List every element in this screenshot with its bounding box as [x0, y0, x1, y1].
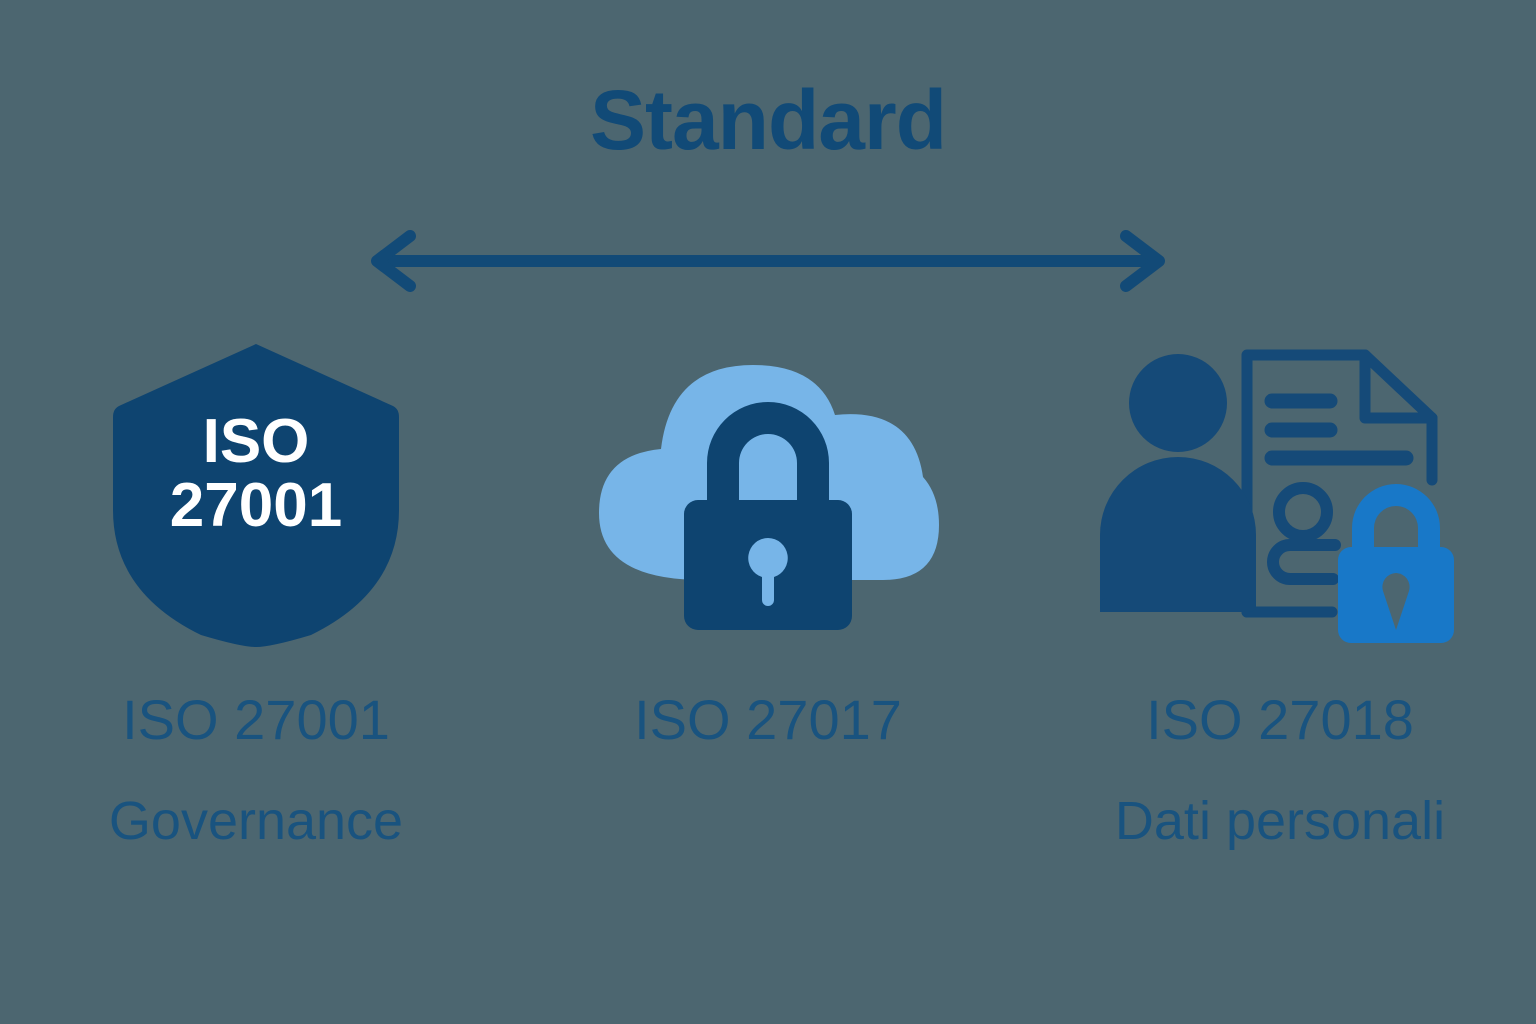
person-document-lock-icon [1100, 349, 1454, 643]
standards-columns: ISO 27001 ISO 27001 Governance [0, 340, 1536, 900]
page-title-text: Standard [589, 73, 947, 167]
double-headed-arrow-icon [371, 230, 1165, 292]
standard-label-iso-27001: ISO 27001 [122, 688, 390, 751]
document-icon [1241, 349, 1438, 618]
standard-label-iso-27017: ISO 27017 [634, 688, 902, 751]
iso-27017-icon-box [583, 340, 953, 650]
document-text-lines [1264, 393, 1414, 466]
iso-27018-icon-box [1080, 340, 1480, 650]
scope-arrow [360, 228, 1176, 294]
cloud-lock-icon [599, 365, 939, 630]
shield-icon [113, 344, 399, 647]
small-person-outline-icon [1267, 482, 1341, 585]
shield-holder: ISO 27001 [111, 340, 401, 650]
standard-sublabel-iso-27018: Dati personali [1114, 791, 1446, 851]
standard-label-iso-27018: ISO 27018 [1146, 688, 1414, 751]
standard-column-iso-27001: ISO 27001 ISO 27001 Governance [0, 340, 512, 848]
standard-sublabel-iso-27001: Governance [108, 791, 404, 851]
page-title: Standard [0, 78, 1536, 162]
padlock-icon [684, 402, 852, 630]
person-silhouette-icon [1100, 354, 1256, 612]
standard-column-iso-27017: ISO 27017 [512, 340, 1024, 848]
iso-27001-icon-box: ISO 27001 [111, 340, 401, 650]
standard-column-iso-27018: ISO 27018 Dati personali [1024, 340, 1536, 848]
blue-padlock-icon [1338, 484, 1454, 643]
